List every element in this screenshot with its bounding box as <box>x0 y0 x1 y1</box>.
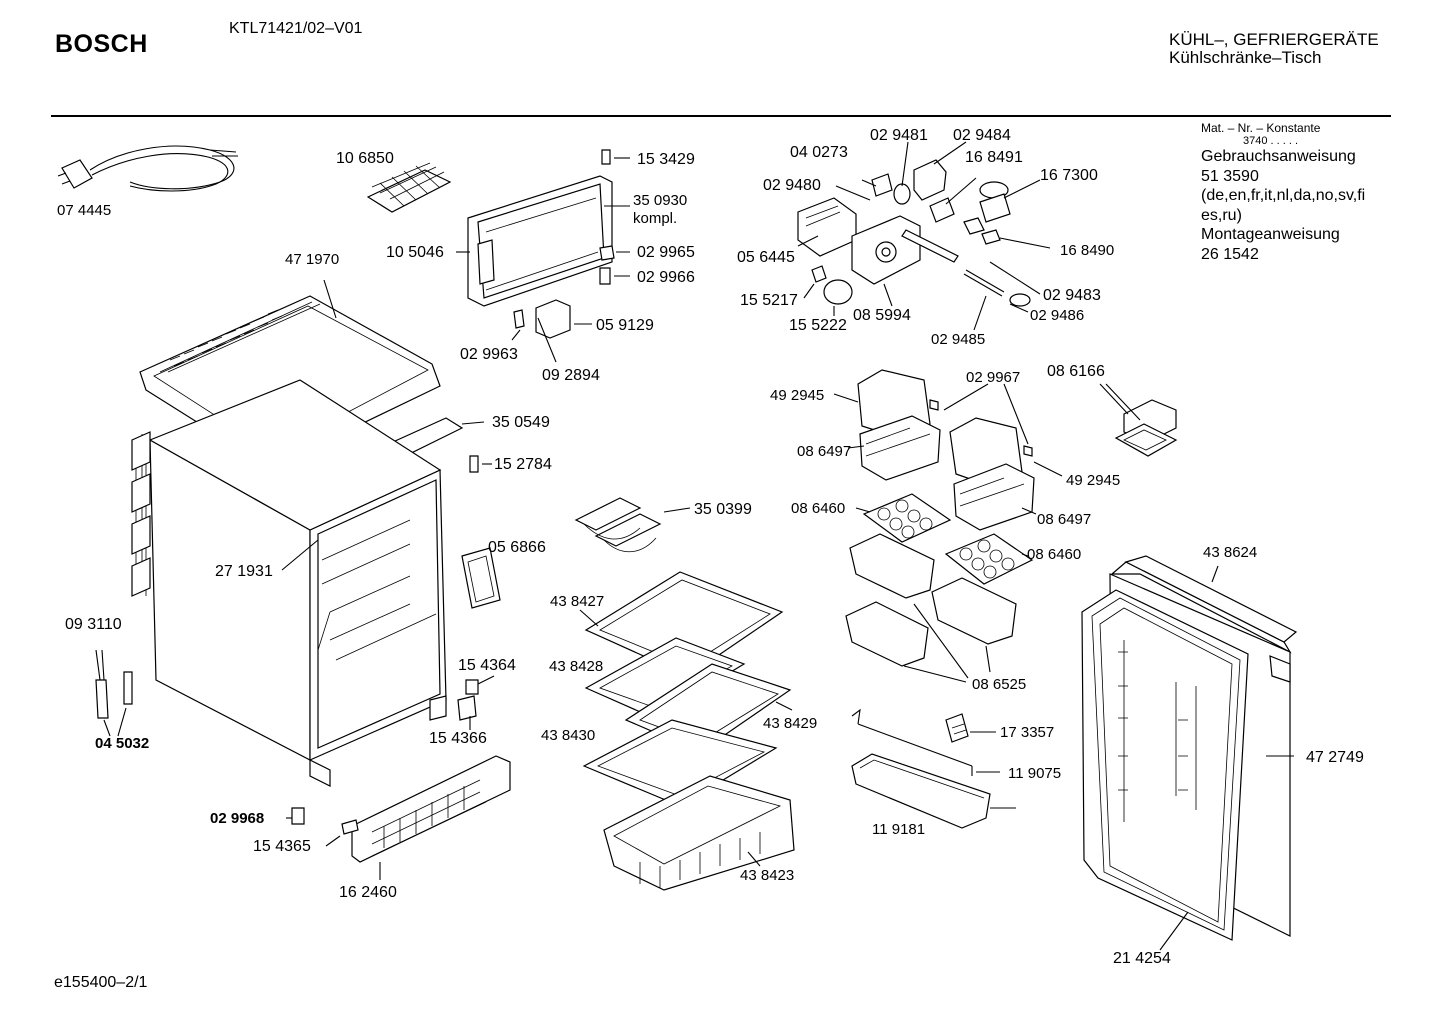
part-label: 47 2749 <box>1306 749 1364 766</box>
thermostat-drawing <box>95 649 133 737</box>
part-label: kompl. <box>633 210 677 227</box>
part-label: 07 4445 <box>57 202 111 219</box>
part-label: 05 6866 <box>488 539 546 556</box>
part-label: 04 0273 <box>790 144 848 161</box>
part-label: 15 5222 <box>789 317 847 334</box>
part-label: 15 2784 <box>494 456 552 473</box>
part-label: 08 6460 <box>1027 546 1081 563</box>
part-label: 43 8429 <box>763 715 817 732</box>
category-title: KÜHL–, GEFRIERGERÄTE <box>1169 30 1379 49</box>
model-number: KTL71421/02–V01 <box>229 20 363 37</box>
part-label: 35 0930 <box>633 192 687 209</box>
cabinet-body-drawing <box>131 279 492 787</box>
part-label: 35 0399 <box>694 501 752 518</box>
part-label: 47 1970 <box>285 251 339 268</box>
ice-tray-drawing <box>366 162 452 213</box>
part-label: 04 5032 <box>95 735 149 752</box>
part-label: 15 5217 <box>740 292 798 309</box>
part-label: 05 9129 <box>596 317 654 334</box>
main-door-drawing <box>1081 555 1298 951</box>
part-label: 15 4366 <box>429 730 487 747</box>
part-label: 49 2945 <box>770 387 824 404</box>
part-label: 09 3110 <box>65 616 122 633</box>
footer-code: e155400–2/1 <box>54 974 148 991</box>
part-label: 16 8491 <box>965 149 1023 166</box>
part-label: 08 6460 <box>791 500 845 517</box>
part-label: 08 6166 <box>1047 363 1105 380</box>
part-label: 21 4254 <box>1113 950 1171 967</box>
part-label: 35 0549 <box>492 414 550 431</box>
part-label: 15 4364 <box>458 657 516 674</box>
documents-line: Montageanweisung <box>1201 226 1340 243</box>
header-divider <box>51 115 1391 117</box>
door-shelves-drawing <box>833 369 1178 829</box>
part-label: 09 2894 <box>542 367 600 384</box>
documents-constant: 3740 . . . . . <box>1243 135 1299 147</box>
cover-plate-drawing <box>461 547 501 609</box>
documents-header: Mat. – Nr. – Konstante <box>1201 121 1321 135</box>
part-label: 08 5994 <box>853 307 911 324</box>
part-label: 43 8624 <box>1203 544 1257 561</box>
part-label: 11 9075 <box>1008 765 1061 782</box>
part-label: 43 8427 <box>550 593 604 610</box>
part-label: 02 9965 <box>637 244 695 261</box>
part-label: 43 8428 <box>549 658 603 675</box>
freezer-door-drawing <box>456 149 630 363</box>
power-cord-drawing <box>57 145 238 192</box>
part-label: 08 6497 <box>797 443 851 460</box>
documents-line: Gebrauchsanweisung <box>1201 148 1356 165</box>
documents-line: 51 3590 <box>1201 167 1259 185</box>
part-label: 16 2460 <box>339 884 397 901</box>
brand-logo: BOSCH <box>55 30 148 58</box>
part-label: 08 6497 <box>1037 511 1091 528</box>
part-label: 10 6850 <box>336 150 394 167</box>
documents-list: Mat. – Nr. – Konstante 3740 . . . . . Ge… <box>1201 121 1365 264</box>
part-label: 02 9486 <box>1030 307 1084 324</box>
part-label: 15 3429 <box>637 151 695 168</box>
part-label: 02 9480 <box>763 177 821 194</box>
part-label: 02 9966 <box>637 269 695 286</box>
thermostat-housing-drawing <box>797 141 1051 331</box>
part-label: 43 8423 <box>740 867 794 884</box>
part-label: 02 9483 <box>1043 287 1101 304</box>
part-label: 02 9485 <box>931 331 985 348</box>
part-label: 15 4365 <box>253 838 311 855</box>
part-label: 05 6445 <box>737 249 795 266</box>
documents-line: (de,en,fr,it,nl,da,no,sv,fi <box>1201 187 1366 204</box>
part-label: 02 9967 <box>966 369 1020 386</box>
part-label: 02 9968 <box>210 810 264 827</box>
documents-line: 26 1542 <box>1201 245 1259 263</box>
category-subtitle: Kühlschränke–Tisch <box>1169 48 1322 67</box>
glass-shelves-drawing <box>574 497 795 891</box>
part-label: 43 8430 <box>541 727 595 744</box>
part-label: 16 7300 <box>1040 167 1098 184</box>
part-label: 17 3357 <box>1000 724 1054 741</box>
part-label: 08 6525 <box>972 676 1026 693</box>
part-label: 27 1931 <box>215 563 273 580</box>
part-label: 02 9963 <box>460 346 518 363</box>
cabinet-fixings-drawing <box>286 675 511 880</box>
documents-line: es,ru) <box>1201 206 1242 224</box>
part-label: 16 8490 <box>1060 242 1114 259</box>
part-label: 11 9181 <box>872 821 925 838</box>
part-label: 02 9484 <box>953 127 1011 144</box>
part-label: 49 2945 <box>1066 472 1120 489</box>
part-label: 02 9481 <box>870 127 928 144</box>
part-label: 10 5046 <box>386 244 444 261</box>
